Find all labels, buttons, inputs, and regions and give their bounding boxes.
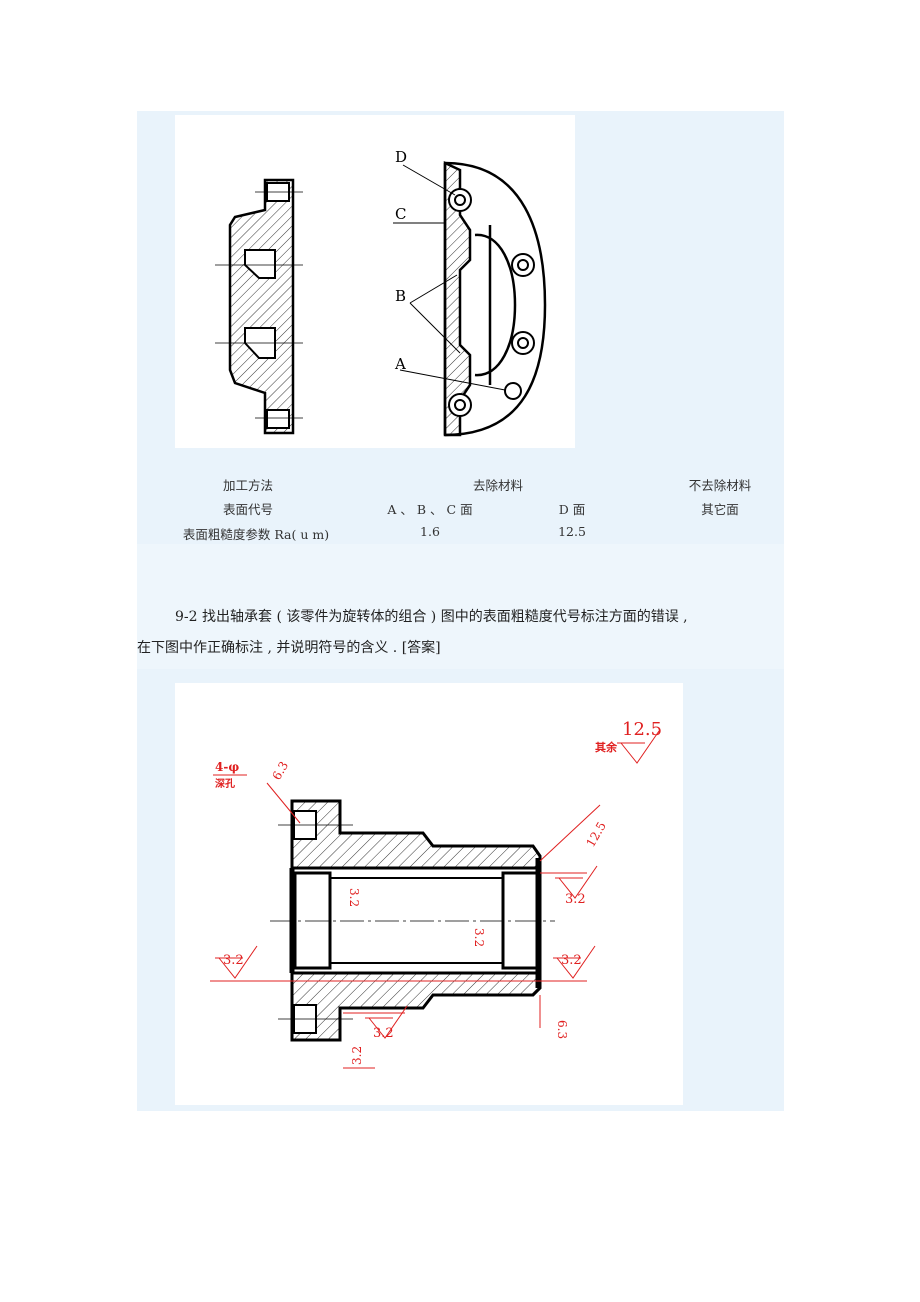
- sleeve-body: [289, 799, 542, 1042]
- hole-note-2: 深孔: [215, 777, 235, 790]
- label-c: C: [395, 205, 406, 223]
- bearing-sleeve-figure: 其余 12.5 4-φ 深孔 6.3 12.5 3.2 3.2 3.2 3.2 …: [175, 683, 683, 1105]
- rest-label: 其余: [595, 740, 618, 754]
- table-cell: 不去除材料: [688, 478, 752, 493]
- part-drawing-svg: D C B A: [215, 148, 547, 437]
- roughness-right-top: 3.2: [565, 892, 586, 907]
- table-cell: 去除材料: [472, 478, 524, 493]
- roughness-chamfer: 12.5: [583, 819, 608, 849]
- table-cell: A 、 B 、 C 面: [387, 502, 473, 517]
- roughness-right-middle: 3.2: [561, 953, 582, 968]
- roughness-inner-right: 3.2: [472, 928, 486, 947]
- table-cell: 1.6: [420, 524, 440, 539]
- table-panel: [137, 544, 784, 669]
- label-d: D: [395, 148, 407, 166]
- roughness-bottom-center: 3.2: [373, 1026, 394, 1041]
- label-b: B: [395, 287, 406, 305]
- table-cell: 表面代号: [222, 502, 274, 517]
- rest-value: 12.5: [622, 719, 662, 740]
- question-line-1: 9-2 找出轴承套 ( 该零件为旋转体的组合 ) 图中的表面粗糙度代号标注方面的…: [175, 609, 688, 625]
- part-drawing-figure: D C B A: [175, 115, 575, 448]
- table-cell: 12.5: [558, 524, 586, 539]
- roughness-inner-top: 3.2: [347, 888, 361, 907]
- roughness-left-middle: 3.2: [223, 953, 244, 968]
- answer-link[interactable]: [答案]: [401, 640, 441, 656]
- section-view: [228, 178, 295, 435]
- bearing-sleeve-svg: 其余 12.5 4-φ 深孔 6.3 12.5 3.2 3.2 3.2 3.2 …: [210, 719, 662, 1069]
- question-text: 在下图中作正确标注 , 并说明符号的含义 .: [137, 640, 398, 656]
- table-cell: 表面粗糙度参数 Ra( u m): [182, 527, 330, 542]
- roughness-hole: 6.3: [269, 759, 291, 783]
- table-cell: 加工方法: [222, 478, 274, 493]
- hole-note-1: 4-φ: [215, 760, 239, 774]
- label-a: A: [394, 355, 406, 373]
- table-cell: D 面: [558, 502, 586, 517]
- question-line-2: 在下图中作正确标注 , 并说明符号的含义 . [答案]: [137, 637, 441, 657]
- roughness-bottom-left: 3.2: [350, 1046, 364, 1065]
- roughness-bottom-right: 6.3: [555, 1020, 569, 1039]
- roughness-annotations: [210, 782, 601, 1069]
- table-cell: 其它面: [701, 502, 739, 517]
